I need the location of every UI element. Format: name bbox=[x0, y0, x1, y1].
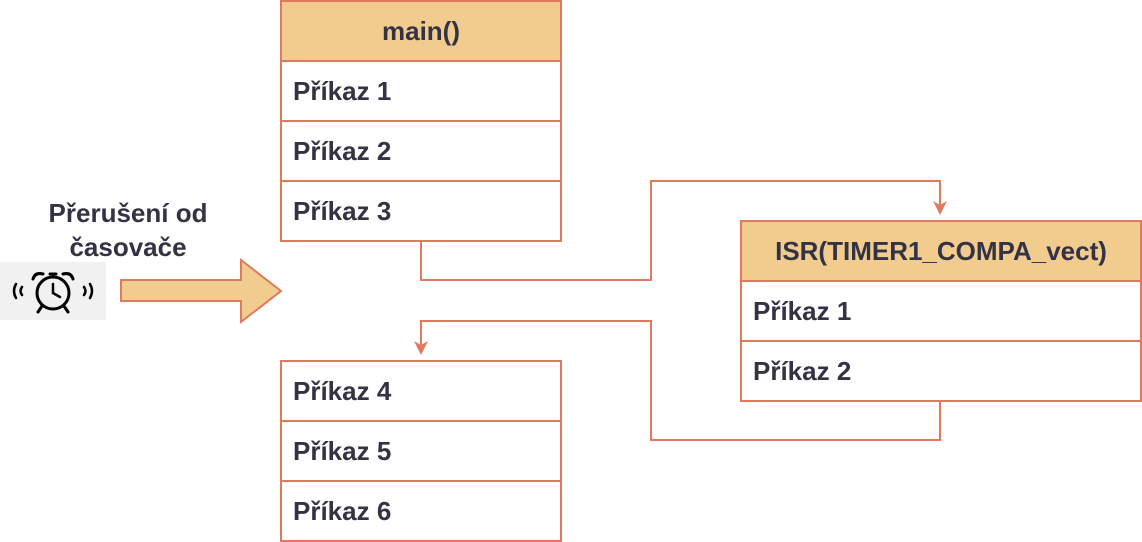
interrupt-arrow bbox=[120, 257, 283, 325]
main-function-box: main() Příkaz 1 Příkaz 2 Příkaz 3 bbox=[280, 0, 562, 242]
remaining-commands-box: Příkaz 4 Příkaz 5 Příkaz 6 bbox=[280, 360, 562, 542]
interrupt-label-line1: Přerušení od bbox=[48, 198, 208, 228]
isr-function-box: ISR(TIMER1_COMPA_vect) Příkaz 1 Příkaz 2 bbox=[740, 220, 1142, 402]
rest-box-row: Příkaz 4 bbox=[282, 362, 560, 422]
main-box-header: main() bbox=[282, 2, 560, 62]
isr-box-row: Příkaz 1 bbox=[742, 282, 1140, 342]
isr-box-row: Příkaz 2 bbox=[753, 355, 852, 386]
rest-box-row: Příkaz 6 bbox=[293, 495, 392, 526]
interrupt-label: Přerušení od časovače bbox=[0, 196, 256, 264]
connector-isr-to-rest bbox=[414, 320, 941, 441]
isr-box-header: ISR(TIMER1_COMPA_vect) bbox=[742, 222, 1140, 282]
connector-main-to-isr bbox=[420, 180, 947, 281]
main-box-row: Příkaz 3 bbox=[293, 195, 392, 226]
alarm-tile bbox=[0, 262, 106, 320]
main-box-row: Příkaz 1 bbox=[282, 62, 560, 122]
alarm-clock-icon bbox=[12, 272, 94, 314]
interrupt-label-line2: časovače bbox=[69, 232, 187, 262]
main-box-row: Příkaz 2 bbox=[282, 122, 560, 182]
rest-box-row: Příkaz 5 bbox=[282, 422, 560, 482]
